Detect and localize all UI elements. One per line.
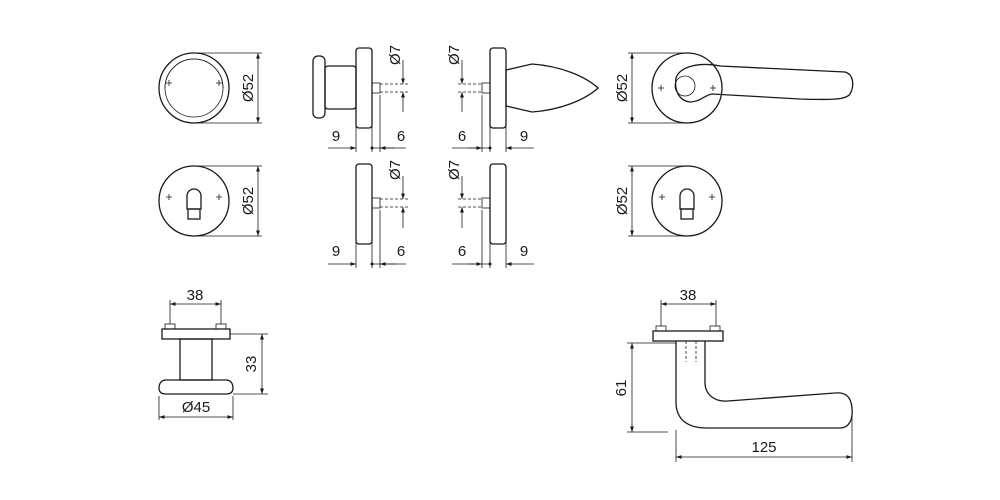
dim-lever-spindle-diameter: Ø7 — [446, 45, 463, 65]
lever-cylinder-side-view: Ø7 6 9 — [446, 160, 534, 268]
dim-knob-spindle-diameter: Ø7 — [387, 45, 404, 65]
knob-cylinder-side-view: Ø7 9 6 — [328, 160, 410, 268]
rosette-cylinder-front-view: Ø52 — [158, 165, 262, 237]
knob-elevation-view: 38 33 Ø45 — [158, 287, 268, 420]
dim-rosette-round-diameter: Ø52 — [240, 74, 257, 102]
dim-knob-left-offset: 9 — [332, 128, 340, 145]
dim-lever-height: 61 — [613, 380, 630, 397]
rosette-round-front-view: Ø52 — [158, 52, 262, 124]
dim-knob-cyl-left-offset: 9 — [332, 243, 340, 260]
dim-rosette-lever-cylinder-diameter: Ø52 — [614, 187, 631, 215]
dim-lever-right-offset: 9 — [520, 128, 528, 145]
knob-side-view: Ø7 9 6 — [312, 45, 410, 152]
dim-rosette-cylinder-diameter: Ø52 — [240, 187, 257, 215]
dim-rosette-lever-diameter: Ø52 — [614, 74, 631, 102]
dim-lever-cyl-left-offset: 6 — [458, 243, 466, 260]
lever-rosette-front-view: Ø52 — [614, 52, 854, 124]
dim-lever-cyl-right-offset: 9 — [520, 243, 528, 260]
dim-lever-left-offset: 6 — [458, 128, 466, 145]
lever-elevation-view: 38 61 125 — [613, 287, 853, 462]
dim-knob-base-diameter: Ø45 — [182, 399, 210, 416]
dim-lever-screw-spacing: 38 — [680, 287, 697, 304]
lever-side-view: Ø7 6 9 — [446, 45, 599, 152]
dim-lever-cyl-spindle-diameter: Ø7 — [446, 160, 463, 180]
dim-knob-cyl-spindle-diameter: Ø7 — [387, 160, 404, 180]
dim-lever-length: 125 — [751, 439, 776, 456]
dim-knob-screw-spacing: 38 — [187, 287, 204, 304]
dim-knob-cyl-right-offset: 6 — [397, 243, 405, 260]
dim-knob-height: 33 — [243, 356, 260, 373]
rosette-lever-cylinder-front-view: Ø52 — [614, 165, 723, 237]
dim-knob-right-offset: 6 — [397, 128, 405, 145]
